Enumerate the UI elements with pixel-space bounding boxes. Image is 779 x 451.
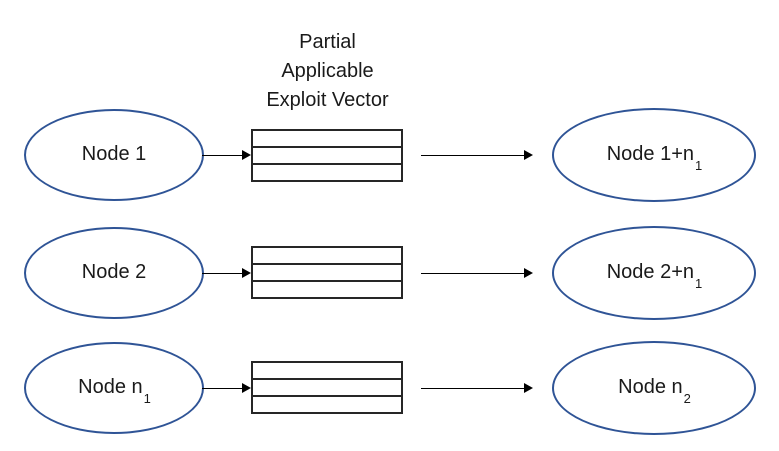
- vector-cell: [253, 146, 401, 163]
- arrow-shaft: [202, 387, 242, 389]
- vector-cell: [253, 131, 401, 146]
- source-node-1: Node 1: [24, 109, 204, 201]
- arrow-right-icon: [421, 149, 533, 161]
- arrow-right-icon: [421, 382, 533, 394]
- source-node-3-subscript: 1: [143, 391, 151, 406]
- arrow-shaft: [202, 272, 242, 274]
- target-node-2-subscript: 1: [695, 276, 703, 291]
- arrow-right-icon: [202, 267, 251, 279]
- vector-title-line-1: Partial: [299, 31, 356, 53]
- vector-cell: [253, 263, 401, 280]
- arrow-head: [524, 383, 533, 393]
- arrow-head: [242, 150, 251, 160]
- arrow-right-icon: [202, 149, 251, 161]
- vector-title-line-3: Exploit Vector: [266, 89, 389, 111]
- arrow-shaft: [421, 154, 524, 156]
- vector-cell: [253, 280, 401, 297]
- source-node-3: Node n1: [24, 342, 204, 434]
- source-node-1-label: Node 1: [81, 143, 147, 165]
- arrow-right-icon: [202, 382, 251, 394]
- target-node-3-subscript: 2: [683, 391, 691, 406]
- target-node-3-label: Node n2: [618, 376, 691, 406]
- source-node-2-label: Node 2: [81, 261, 147, 283]
- target-node-1-label: Node 1+n1: [606, 143, 703, 173]
- vector-cell: [253, 163, 401, 180]
- target-node-1: Node 1+n1: [552, 108, 756, 202]
- arrow-right-icon: [421, 267, 533, 279]
- exploit-vector-box-2: [251, 246, 403, 299]
- arrow-head: [524, 150, 533, 160]
- vector-cell: [253, 363, 401, 378]
- arrow-shaft: [202, 154, 242, 156]
- target-node-3: Node n2: [552, 341, 756, 435]
- target-node-2: Node 2+n1: [552, 226, 756, 320]
- arrow-shaft: [421, 272, 524, 274]
- target-node-2-label: Node 2+n1: [606, 261, 703, 291]
- vector-title-line-2: Applicable: [281, 60, 374, 82]
- source-node-2: Node 2: [24, 227, 204, 319]
- arrow-shaft: [421, 387, 524, 389]
- arrow-head: [242, 268, 251, 278]
- arrow-head: [242, 383, 251, 393]
- exploit-vector-box-1: [251, 129, 403, 182]
- exploit-vector-box-3: [251, 361, 403, 414]
- vector-cell: [253, 248, 401, 263]
- source-node-3-label: Node n1: [78, 376, 151, 406]
- arrow-head: [524, 268, 533, 278]
- vector-cell: [253, 395, 401, 412]
- vector-title: Partial Applicable Exploit Vector: [230, 28, 425, 115]
- vector-cell: [253, 378, 401, 395]
- target-node-1-subscript: 1: [695, 158, 703, 173]
